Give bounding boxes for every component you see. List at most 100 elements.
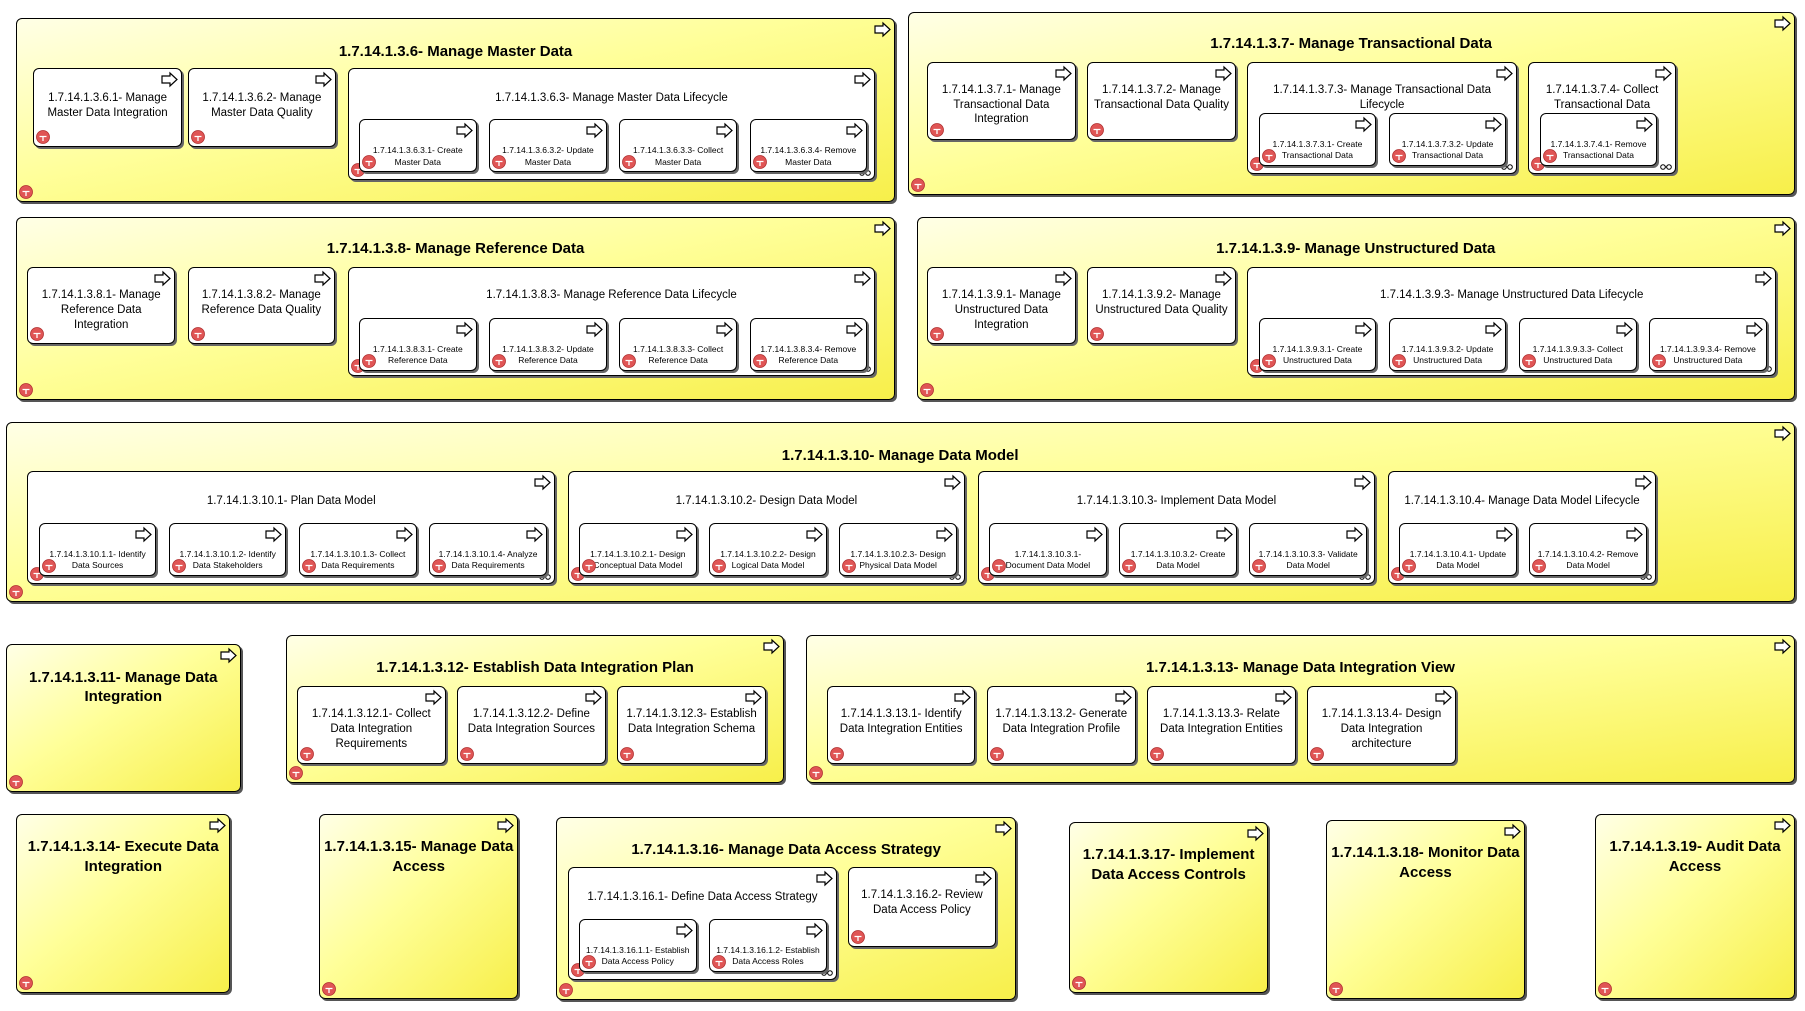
tm-badge-icon [41, 558, 56, 573]
process-1-7-14-1-3-8-3-manage-reference-data-lifecycle[interactable]: 1.7.14.1.3.8.3- Manage Reference Data Li… [347, 267, 876, 377]
process-1-7-14-1-3-6-3-3-collect-master-data[interactable]: 1.7.14.1.3.6.3.3- Collect Master Data [619, 119, 737, 173]
process-1-7-14-1-3-9-2-manage-unstructured-data-quality[interactable]: 1.7.14.1.3.9.2- Manage Unstructured Data… [1087, 267, 1236, 345]
process-1-7-14-1-3-7-3-2-update-transactional-data[interactable]: 1.7.14.1.3.7.3.2- Update Transactional D… [1388, 112, 1507, 166]
process-arrow-icon [154, 270, 171, 287]
process-1-7-14-1-3-10-1-2-identify-data-stakeholders[interactable]: 1.7.14.1.3.10.1.2- Identify Data Stakeho… [168, 522, 287, 576]
process-title: 1.7.14.1.3.6.3.4- Remove Master Data [760, 145, 857, 167]
process-1-7-14-1-3-7-4-collect-transactional-data[interactable]: 1.7.14.1.3.7.4- Collect Transactional Da… [1528, 62, 1676, 174]
process-1-7-14-1-3-9-3-4-remove-unstructured-data[interactable]: 1.7.14.1.3.9.3.4- Remove Unstructured Da… [1649, 317, 1767, 371]
process-1-7-14-1-3-7-4-1-remove-transactional-data[interactable]: 1.7.14.1.3.7.4.1- Remove Transactional D… [1539, 112, 1658, 166]
process-1-7-14-1-3-6-3-manage-master-data-lifecycle[interactable]: 1.7.14.1.3.6.3- Manage Master Data Lifec… [347, 67, 876, 180]
group-title: 1.7.14.1.3.14- Execute Data Integration [27, 838, 219, 875]
process-1-7-14-1-3-10-4-2-remove-data-model[interactable]: 1.7.14.1.3.10.4.2- Remove Data Model [1529, 522, 1647, 576]
process-1-7-14-1-3-10-4-manage-data-model-lifecycle[interactable]: 1.7.14.1.3.10.4- Manage Data Model Lifec… [1387, 470, 1657, 584]
process-1-7-14-1-3-10-1-4-analyze-data-requirements[interactable]: 1.7.14.1.3.10.1.4- Analyze Data Requirem… [429, 522, 547, 576]
process-1-7-14-1-3-8-3-1-create-reference-data[interactable]: 1.7.14.1.3.8.3.1- Create Reference Data [359, 317, 477, 371]
tm-badge-icon [910, 177, 925, 192]
process-1-7-14-1-3-13-2-generate-data-integration-profile[interactable]: 1.7.14.1.3.13.2- Generate Data Integrati… [987, 686, 1136, 764]
process-1-7-14-1-3-9-1-manage-unstructured-data-integration[interactable]: 1.7.14.1.3.9.1- Manage Unstructured Data… [927, 267, 1076, 345]
process-arrow-icon [1635, 474, 1653, 491]
tm-badge-icon [829, 746, 844, 761]
process-1-7-14-1-3-7-2-manage-transactional-data-quality[interactable]: 1.7.14.1.3.7.2- Manage Transactional Dat… [1087, 62, 1236, 141]
process-1-7-14-1-3-10-2-1-design-conceptual-data-model[interactable]: 1.7.14.1.3.10.2.1- Design Conceptual Dat… [579, 522, 697, 576]
process-group-1-7-14-1-3-13-manage-data-integration-view[interactable]: 1.7.14.1.3.13- Manage Data Integration V… [806, 634, 1795, 784]
process-1-7-14-1-3-10-4-1-update-data-model[interactable]: 1.7.14.1.3.10.4.1- Update Data Model [1399, 522, 1517, 576]
tm-badge-icon [172, 558, 186, 573]
process-group-1-7-14-1-3-18-monitor-data-access[interactable]: 1.7.14.1.3.18- Monitor Data Access [1325, 820, 1526, 999]
process-1-7-14-1-3-13-4-design-data-integration-architecture[interactable]: 1.7.14.1.3.13.4- Design Data Integration… [1307, 686, 1456, 764]
tm-badge-icon [460, 746, 475, 761]
tm-badge-icon [622, 155, 637, 170]
process-1-7-14-1-3-9-3-manage-unstructured-data-lifecycle[interactable]: 1.7.14.1.3.9.3- Manage Unstructured Data… [1247, 267, 1777, 377]
process-1-7-14-1-3-10-2-2-design-logical-data-model[interactable]: 1.7.14.1.3.10.2.2- Design Logical Data M… [709, 522, 827, 576]
process-1-7-14-1-3-9-3-3-collect-unstructured-data[interactable]: 1.7.14.1.3.9.3.3- Collect Unstructured D… [1519, 317, 1637, 371]
process-1-7-14-1-3-10-1-1-identify-data-sources[interactable]: 1.7.14.1.3.10.1.1- Identify Data Sources [38, 522, 157, 576]
process-arrow-icon [1774, 220, 1791, 236]
tm-badge-icon [712, 954, 727, 969]
process-group-1-7-14-1-3-7-manage-transactional-data[interactable]: 1.7.14.1.3.7- Manage Transactional Data 1… [907, 11, 1795, 195]
process-title: 1.7.14.1.3.8.3.3- Collect Reference Data [633, 343, 724, 365]
process-title: 1.7.14.1.3.10.3.1- Document Data Model [1005, 548, 1091, 570]
group-title: 1.7.14.1.3.7- Manage Transactional Data [1210, 35, 1493, 53]
process-arrow-icon [936, 526, 953, 543]
tm-badge-icon [1402, 558, 1417, 573]
process-title: 1.7.14.1.3.10.1.2- Identify Data Stakeho… [179, 548, 276, 570]
process-arrow-icon [1355, 321, 1373, 337]
process-title: 1.7.14.1.3.12.1- Collect Data Integratio… [311, 707, 431, 750]
process-arrow-icon [1655, 65, 1672, 82]
process-group-1-7-14-1-3-19-audit-data-access[interactable]: 1.7.14.1.3.19- Audit Data Access [1595, 814, 1795, 999]
process-1-7-14-1-3-6-3-2-update-master-data[interactable]: 1.7.14.1.3.6.3.2- Update Master Data [489, 119, 607, 173]
process-1-7-14-1-3-10-3-2-create-data-model[interactable]: 1.7.14.1.3.10.3.2- Create Data Model [1119, 522, 1237, 576]
process-group-1-7-14-1-3-14-execute-data-integration[interactable]: 1.7.14.1.3.14- Execute Data Integration [16, 814, 231, 993]
process-title: 1.7.14.1.3.8.3.4- Remove Reference Data [760, 343, 857, 365]
process-group-1-7-14-1-3-12-establish-data-integration-plan[interactable]: 1.7.14.1.3.12- Establish Data Integratio… [285, 634, 785, 784]
process-title: 1.7.14.1.3.9.3.2- Update Unstructured Da… [1401, 343, 1494, 365]
process-1-7-14-1-3-8-3-4-remove-reference-data[interactable]: 1.7.14.1.3.8.3.4- Remove Reference Data [749, 317, 868, 371]
process-1-7-14-1-3-12-1-collect-data-integration-requirements[interactable]: 1.7.14.1.3.12.1- Collect Data Integratio… [297, 686, 446, 764]
process-1-7-14-1-3-6-2-manage-master-data-quality[interactable]: 1.7.14.1.3.6.2- Manage Master Data Quali… [187, 67, 337, 148]
process-title: 1.7.14.1.3.16.1.1- Establish Data Access… [586, 944, 690, 966]
process-1-7-14-1-3-8-2-manage-reference-data-quality[interactable]: 1.7.14.1.3.8.2- Manage Reference Data Qu… [187, 267, 336, 345]
process-group-1-7-14-1-3-15-manage-data-access[interactable]: 1.7.14.1.3.15- Manage Data Access [319, 814, 519, 999]
process-1-7-14-1-3-16-1-2-establish-data-access-roles[interactable]: 1.7.14.1.3.16.1.2- Establish Data Access… [709, 918, 827, 972]
process-group-1-7-14-1-3-16-manage-data-access-strategy[interactable]: 1.7.14.1.3.16- Manage Data Access Strate… [556, 816, 1016, 1000]
process-1-7-14-1-3-10-2-3-design-physical-data-model[interactable]: 1.7.14.1.3.10.2.3- Design Physical Data … [839, 522, 957, 576]
process-1-7-14-1-3-10-3-1-document-data-model[interactable]: 1.7.14.1.3.10.3.1- Document Data Model [989, 522, 1107, 576]
process-group-1-7-14-1-3-17-implement-data-access-controls[interactable]: 1.7.14.1.3.17- Implement Data Access Con… [1068, 822, 1269, 993]
process-1-7-14-1-3-7-3-1-create-transactional-data[interactable]: 1.7.14.1.3.7.3.1- Create Transactional D… [1258, 112, 1377, 166]
process-1-7-14-1-3-9-3-2-update-unstructured-data[interactable]: 1.7.14.1.3.9.3.2- Update Unstructured Da… [1388, 317, 1507, 371]
process-arrow-icon [1114, 689, 1132, 706]
process-1-7-14-1-3-8-3-3-collect-reference-data[interactable]: 1.7.14.1.3.8.3.3- Collect Reference Data [619, 317, 737, 371]
process-1-7-14-1-3-9-3-1-create-unstructured-data[interactable]: 1.7.14.1.3.9.3.1- Create Unstructured Da… [1258, 317, 1377, 371]
process-title: 1.7.14.1.3.13.1- Identify Data Integrati… [839, 707, 963, 735]
process-1-7-14-1-3-13-1-identify-data-integration-entities[interactable]: 1.7.14.1.3.13.1- Identify Data Integrati… [826, 686, 976, 764]
process-1-7-14-1-3-16-1-1-establish-data-access-policy[interactable]: 1.7.14.1.3.16.1.1- Establish Data Access… [579, 918, 697, 972]
process-1-7-14-1-3-12-2-define-data-integration-sources[interactable]: 1.7.14.1.3.12.2- Define Data Integration… [457, 686, 606, 764]
process-1-7-14-1-3-10-1-3-collect-data-requirements[interactable]: 1.7.14.1.3.10.1.3- Collect Data Requirem… [299, 522, 417, 576]
process-1-7-14-1-3-6-3-1-create-master-data[interactable]: 1.7.14.1.3.6.3.1- Create Master Data [359, 119, 477, 173]
process-1-7-14-1-3-6-3-4-remove-master-data[interactable]: 1.7.14.1.3.6.3.4- Remove Master Data [749, 119, 868, 173]
process-group-1-7-14-1-3-11-manage-data-integration[interactable]: 1.7.14.1.3.11- Manage Data Integration [5, 643, 241, 793]
process-title: 1.7.14.1.3.7.3.1- Create Transactional D… [1272, 138, 1363, 160]
process-1-7-14-1-3-16-1-define-data-access-strategy[interactable]: 1.7.14.1.3.16.1- Define Data Access Stra… [567, 867, 838, 981]
process-1-7-14-1-3-6-1-manage-master-data-integration[interactable]: 1.7.14.1.3.6.1- Manage Master Data Integ… [33, 67, 182, 148]
process-1-7-14-1-3-12-3-establish-data-integration-schema[interactable]: 1.7.14.1.3.12.3- Establish Data Integrat… [617, 686, 766, 764]
process-1-7-14-1-3-13-3-relate-data-integration-entities[interactable]: 1.7.14.1.3.13.3- Relate Data Integration… [1147, 686, 1296, 764]
tm-badge-icon [1261, 148, 1276, 163]
group-title: 1.7.14.1.3.16- Manage Data Access Strate… [631, 840, 941, 858]
process-1-7-14-1-3-10-3-3-validate-data-model[interactable]: 1.7.14.1.3.10.3.3- Validate Data Model [1249, 522, 1367, 576]
process-1-7-14-1-3-8-3-2-update-reference-data[interactable]: 1.7.14.1.3.8.3.2- Update Reference Data [489, 317, 607, 371]
process-1-7-14-1-3-7-3-manage-transactional-data-lifecycle[interactable]: 1.7.14.1.3.7.3- Manage Transactional Dat… [1247, 62, 1517, 174]
process-title: 1.7.14.1.3.10.2.3- Design Physical Data … [850, 548, 946, 570]
process-1-7-14-1-3-7-1-manage-transactional-data-integration[interactable]: 1.7.14.1.3.7.1- Manage Transactional Dat… [927, 62, 1076, 141]
process-1-7-14-1-3-16-2-review-data-access-policy[interactable]: 1.7.14.1.3.16.2- Review Data Access Poli… [847, 867, 997, 947]
process-1-7-14-1-3-8-1-manage-reference-data-integration[interactable]: 1.7.14.1.3.8.1- Manage Reference Data In… [27, 267, 175, 345]
process-arrow-icon [1355, 116, 1373, 132]
